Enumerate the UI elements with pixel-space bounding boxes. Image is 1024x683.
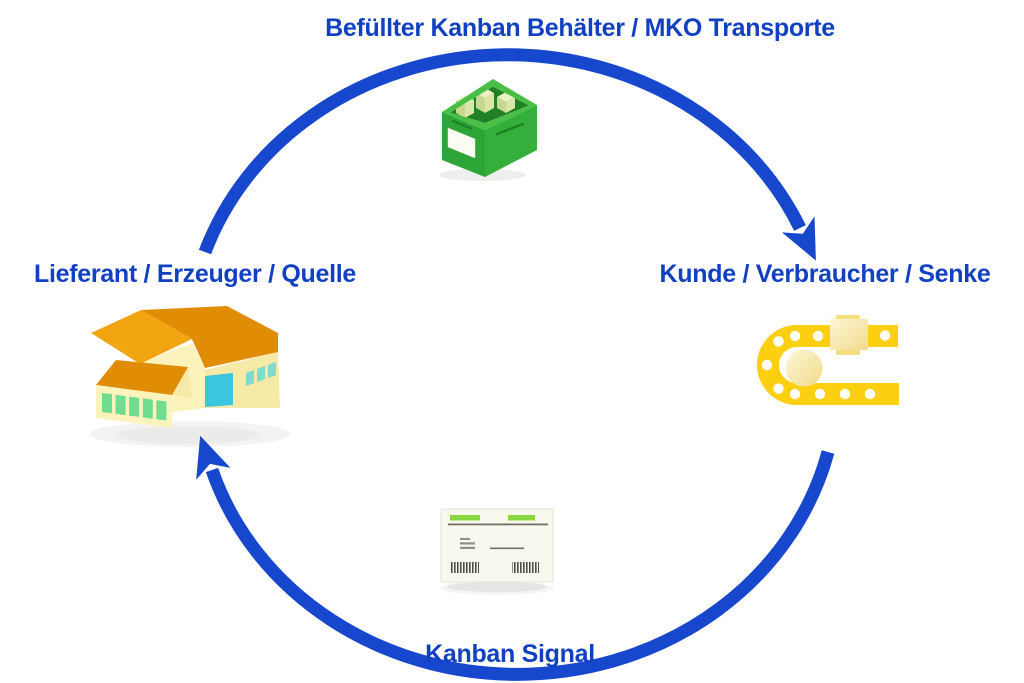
- conveyor-icon: [757, 315, 899, 405]
- conveyor-part: [785, 349, 823, 387]
- belt-holes: [761, 330, 891, 400]
- container-contents: [456, 88, 515, 118]
- factory-front-windows: [102, 393, 167, 421]
- barcode-left: [451, 562, 479, 573]
- kanban-card-icon: [440, 508, 554, 595]
- barcode-right: [512, 562, 539, 573]
- conveyor-carriage: [830, 319, 868, 350]
- top-flow-label: Befüllter Kanban Behälter / MKO Transpor…: [325, 14, 835, 42]
- factory-door: [205, 373, 233, 407]
- filled-container-icon: [440, 79, 537, 181]
- right-node-label: Kunde / Verbraucher / Senke: [659, 260, 991, 288]
- left-node-label: Lieferant / Erzeuger / Quelle: [34, 260, 356, 288]
- bottom-arrow: [196, 435, 835, 681]
- factory-icon: [90, 306, 290, 447]
- bottom-flow-label: Kanban Signal: [425, 640, 595, 668]
- top-arrow: [198, 48, 816, 261]
- container-label: [447, 127, 476, 159]
